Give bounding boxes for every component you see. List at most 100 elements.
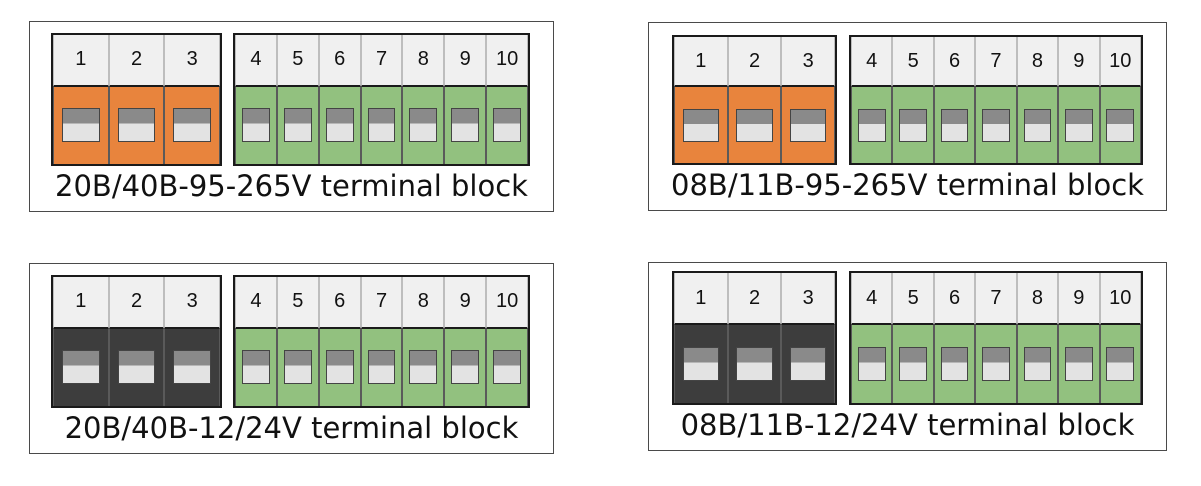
terminal-slot: [53, 328, 109, 406]
terminal-number-9: 9: [1058, 37, 1100, 88]
terminal-number-3: 3: [781, 37, 836, 88]
terminal-screw: [857, 108, 886, 142]
terminal-slot: [1016, 325, 1059, 403]
terminal-number-2: 2: [727, 273, 782, 325]
terminal-slot: [402, 328, 445, 406]
terminal-slot: [1058, 87, 1100, 163]
terminal-slot: [674, 325, 728, 403]
terminal-screw: [682, 108, 719, 142]
terminal-screw: [1023, 108, 1052, 142]
terminal-number-2: 2: [108, 35, 165, 87]
terminal-slot: [235, 86, 277, 164]
terminal-slot: [276, 86, 319, 164]
terminal-slot: [318, 86, 361, 164]
terminal-slot: [1058, 325, 1100, 403]
terminal-slot: [444, 86, 487, 164]
terminal-slot: [781, 87, 836, 163]
terminal-number-4: 4: [851, 37, 893, 88]
terminal-slot: [402, 86, 445, 164]
terminal-number-8: 8: [1016, 37, 1059, 88]
terminal-number-6: 6: [933, 273, 976, 325]
terminal-slot: [108, 328, 165, 406]
terminal-number-5: 5: [276, 277, 319, 329]
terminal-screw: [173, 108, 211, 143]
terminal-slot-row: [53, 86, 221, 164]
terminal-slot-row: [851, 87, 1141, 163]
terminal-slot-row: [674, 87, 836, 163]
terminal-slot: [933, 87, 976, 163]
terminal-number-8: 8: [402, 35, 445, 87]
terminal-number-9: 9: [1058, 273, 1100, 325]
terminal-number-3: 3: [164, 277, 221, 329]
terminal-screw: [325, 108, 354, 143]
terminal-screw: [325, 350, 354, 385]
terminal-screw: [62, 350, 100, 385]
terminal-slot: [486, 86, 529, 164]
terminal-screw: [117, 108, 156, 143]
terminal-number-4: 4: [851, 273, 893, 325]
terminal-screw: [682, 346, 719, 382]
terminal-number-3: 3: [781, 273, 836, 325]
terminal-slot: [486, 328, 529, 406]
terminal-screw: [241, 350, 270, 385]
terminal-number-7: 7: [360, 277, 403, 329]
terminal-screw: [1065, 108, 1093, 142]
terminal-number-5: 5: [892, 273, 934, 325]
terminal-number-7: 7: [975, 273, 1017, 325]
terminal-number-7: 7: [360, 35, 403, 87]
terminal-slot: [164, 328, 221, 406]
terminal-slot: [235, 328, 277, 406]
terminal-screw: [790, 108, 827, 142]
terminal-slot: [674, 87, 728, 163]
terminal-number-4: 4: [235, 277, 277, 329]
terminal-number-4: 4: [235, 35, 277, 87]
terminal-screw: [367, 108, 396, 143]
terminal-slot: [781, 325, 836, 403]
terminal-screw: [899, 108, 927, 142]
terminal-number-1: 1: [674, 273, 728, 325]
terminal-slot: [851, 325, 893, 403]
terminal-number-1: 1: [53, 277, 109, 329]
terminal-number-10: 10: [1099, 273, 1141, 325]
terminal-slot: [892, 87, 934, 163]
terminal-screw: [790, 346, 827, 382]
terminal-screw: [493, 108, 522, 143]
block-caption: 08B/11B-12/24V terminal block: [680, 408, 1135, 442]
terminal-screw: [1106, 108, 1135, 142]
block-caption: 20B/40B-12/24V terminal block: [64, 411, 519, 445]
terminal-number-10: 10: [486, 35, 529, 87]
block-caption: 08B/11B-95-265V terminal block: [671, 168, 1144, 202]
terminal-screw: [982, 108, 1010, 142]
terminal-number-8: 8: [1016, 273, 1059, 325]
terminal-screw: [62, 108, 100, 143]
terminal-slot: [164, 86, 221, 164]
terminal-screw: [1106, 346, 1135, 382]
terminal-slot: [276, 328, 319, 406]
terminal-slot-row: [235, 328, 529, 406]
terminal-slot-row: [235, 86, 529, 164]
terminal-slot: [933, 325, 976, 403]
terminal-screw: [117, 350, 156, 385]
terminal-number-10: 10: [486, 277, 529, 329]
terminal-screw: [1065, 346, 1093, 382]
terminal-screw: [736, 108, 773, 142]
terminal-slot: [318, 328, 361, 406]
terminal-number-3: 3: [164, 35, 221, 87]
terminal-slot: [851, 87, 893, 163]
terminal-screw: [493, 350, 522, 385]
terminal-number-2: 2: [727, 37, 782, 88]
terminal-slot-row: [53, 328, 221, 406]
terminal-screw: [940, 108, 969, 142]
